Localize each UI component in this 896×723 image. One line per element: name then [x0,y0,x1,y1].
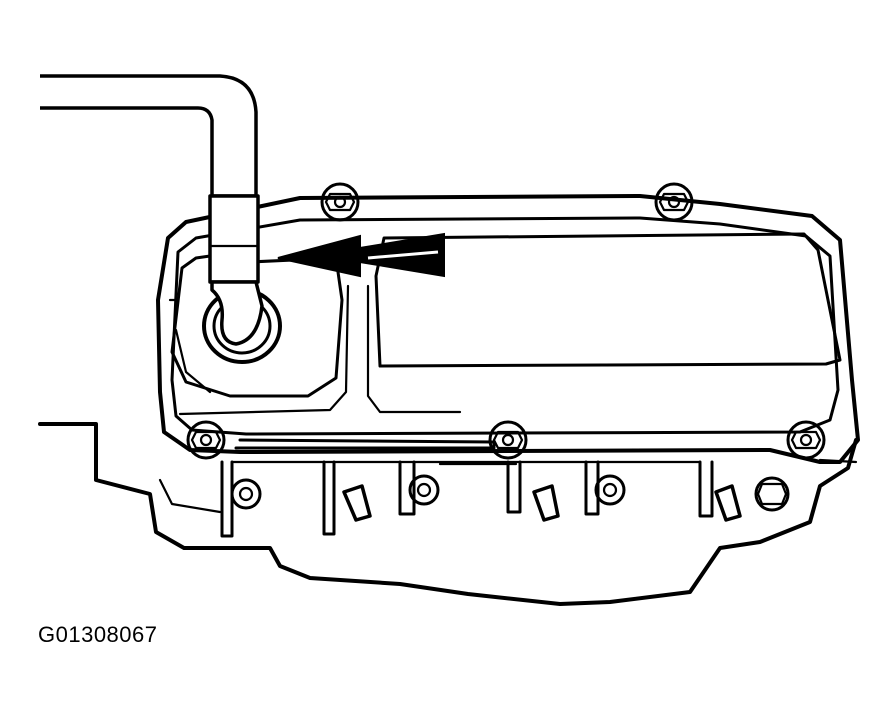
figure-id-label: G01308067 [38,622,158,647]
upper-bolts [320,182,694,222]
valve-cover [156,194,860,464]
arrow-icon [277,232,445,278]
fuel-injectors [342,484,742,522]
breather-hose [40,74,264,346]
flange-bolts [186,420,826,460]
lower-bolts [230,474,790,512]
intake-ports [220,460,714,538]
